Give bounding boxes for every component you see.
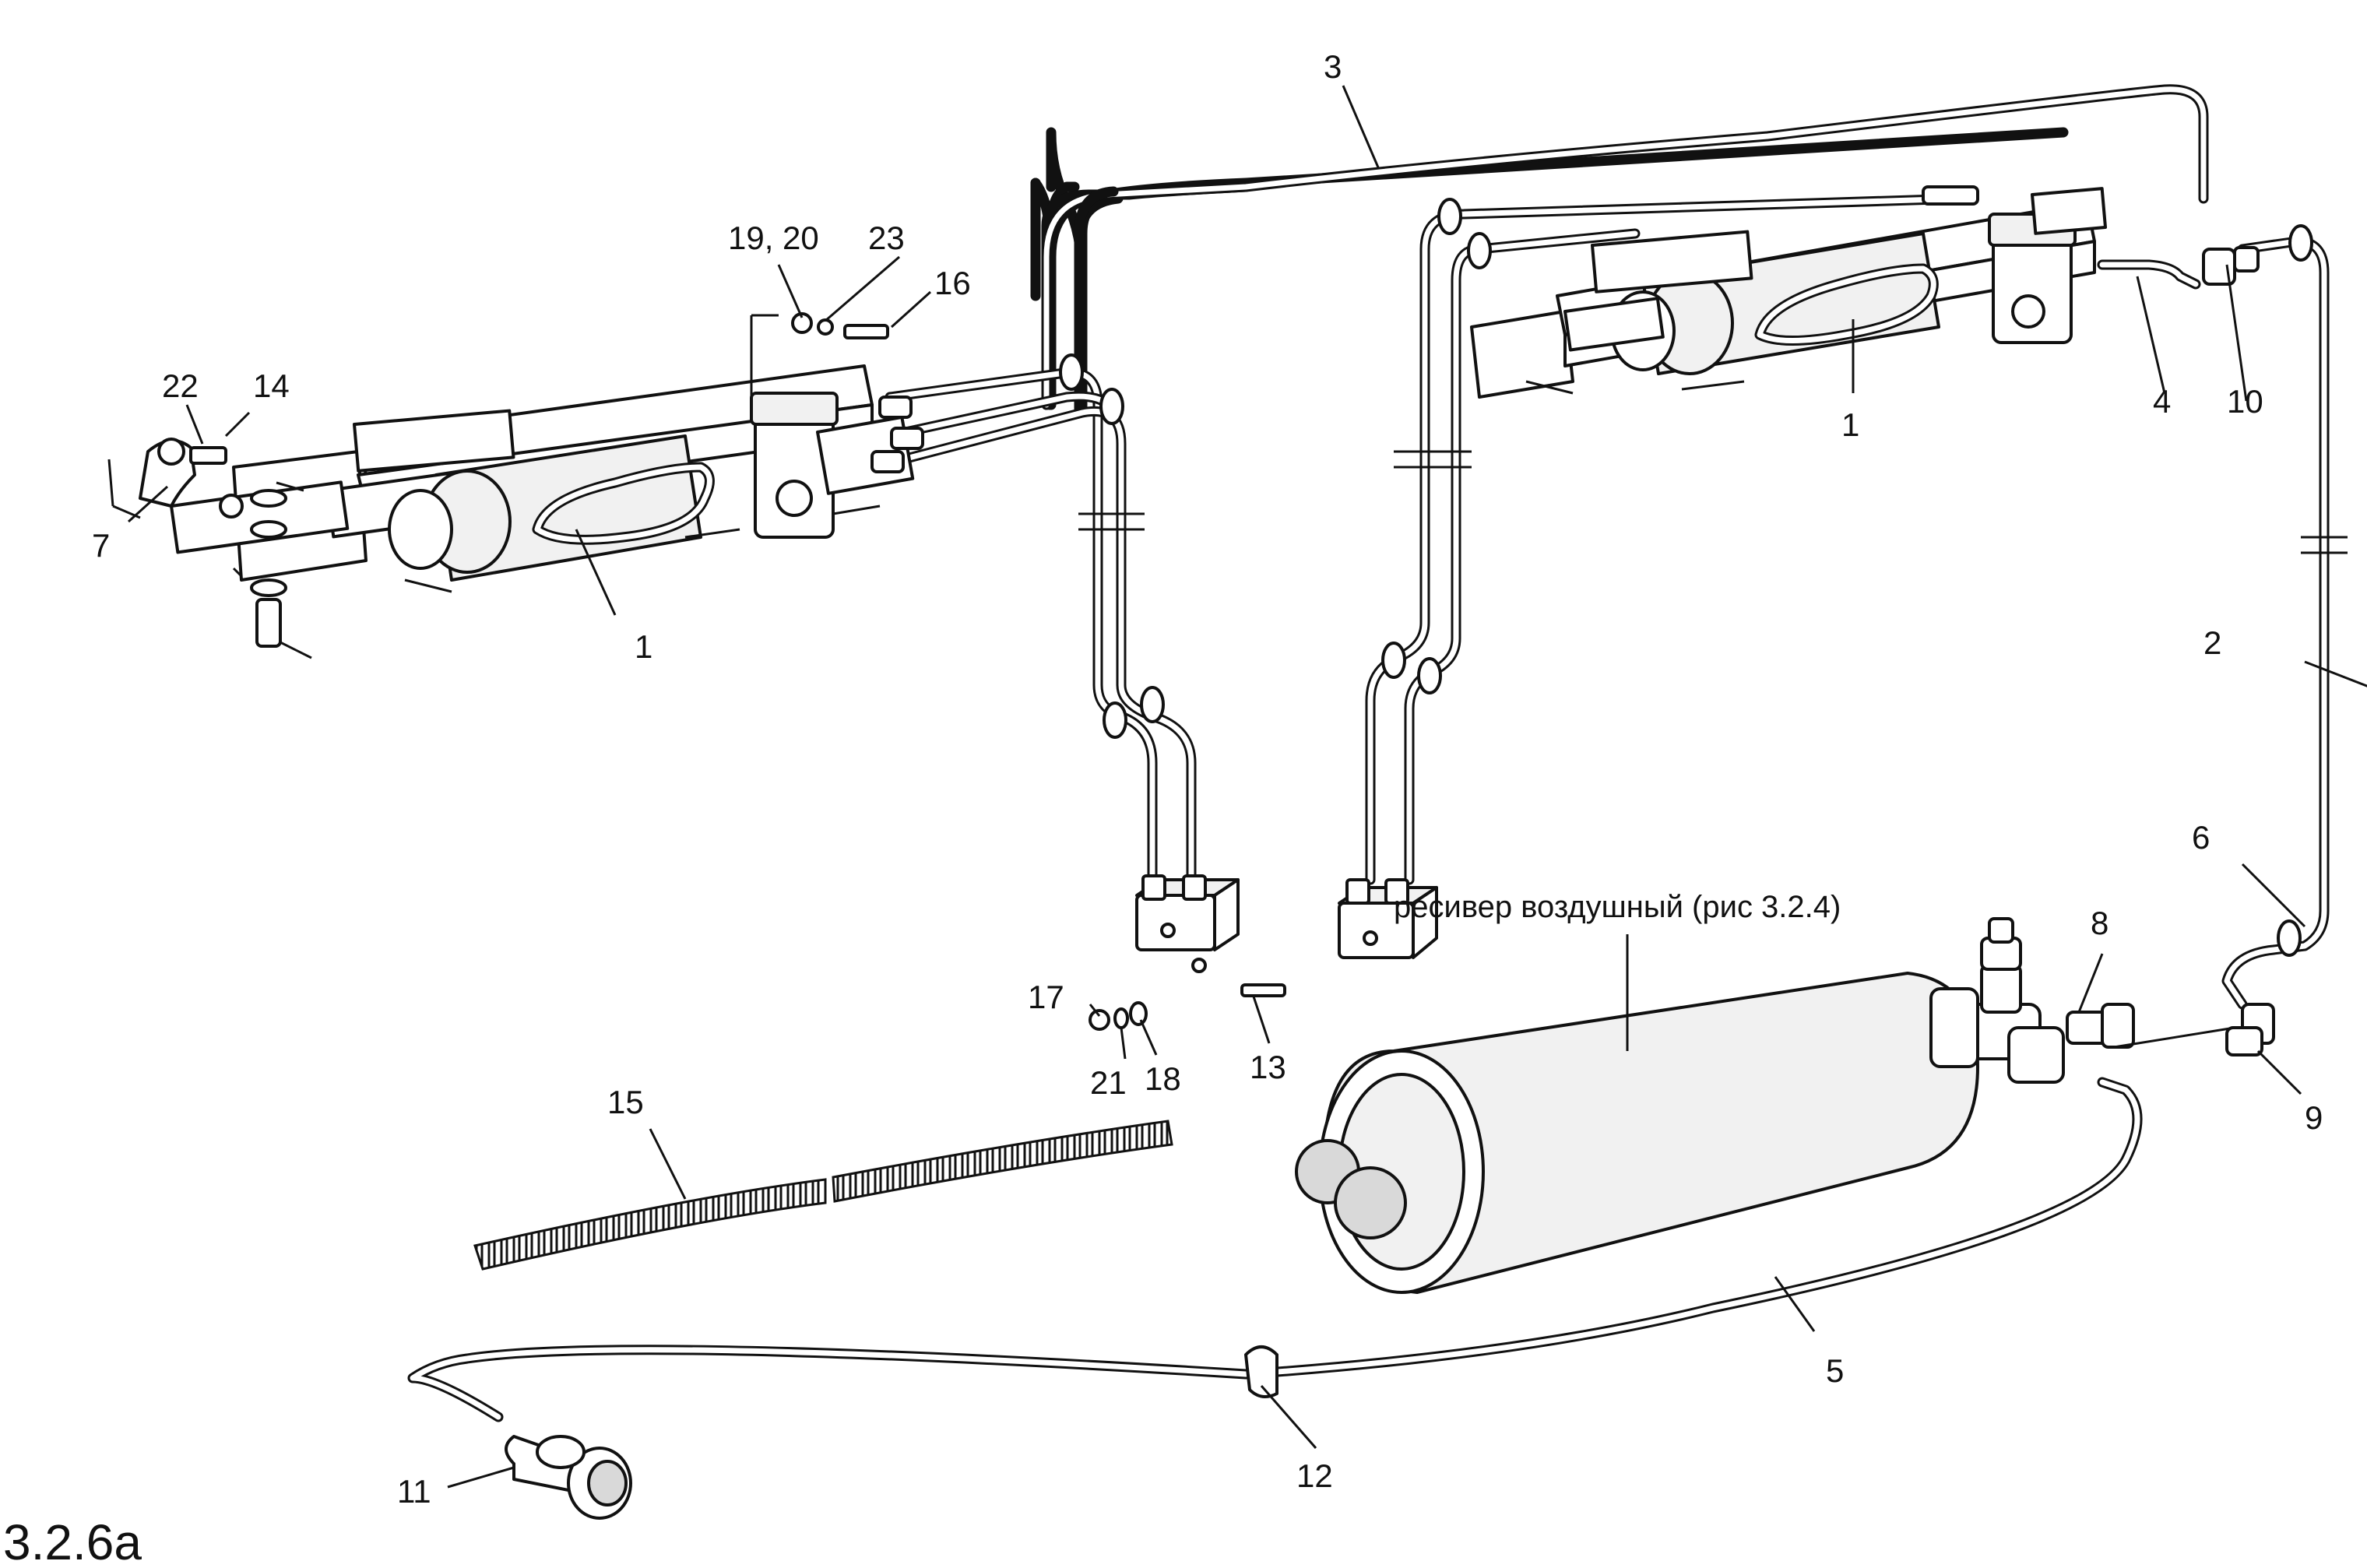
callout-11: 11 [397, 1473, 431, 1510]
callout-7: 7 [92, 527, 110, 564]
callout-16: 16 [934, 265, 971, 301]
callout-2: 2 [2203, 624, 2221, 661]
callout-17: 17 [1028, 979, 1064, 1015]
callout-21: 21 [1090, 1064, 1127, 1101]
callout-22: 22 [162, 367, 199, 404]
left-supply-tubes [882, 367, 1197, 909]
tube-2 [2221, 236, 2330, 1010]
fitting-11 [505, 1435, 632, 1520]
callout-13: 13 [1250, 1049, 1286, 1085]
callout-1-right: 1 [1841, 406, 1859, 443]
callout-labels: 3 1 1 2 4 5 6 7 8 9 10 11 12 13 14 15 16… [3, 48, 2323, 1568]
callout-10: 10 [2227, 383, 2263, 420]
tube-5 [407, 1077, 2143, 1422]
fasteners-top [791, 312, 889, 339]
callout-5: 5 [1826, 1352, 1844, 1389]
right-cylinder-assembly [1470, 185, 2108, 399]
callout-23: 23 [868, 220, 905, 256]
callout-15: 15 [607, 1084, 644, 1120]
leader-lines [127, 85, 2367, 1489]
callout-8: 8 [2091, 905, 2108, 941]
callout-3: 3 [1324, 48, 1342, 85]
callout-14: 14 [253, 367, 290, 404]
figure-label: 3.2.6a [3, 1514, 142, 1568]
callout-19-20: 19, 20 [728, 220, 819, 256]
block-right [1338, 878, 1438, 959]
callout-6: 6 [2192, 819, 2210, 856]
left-cylinder-assembly [107, 364, 924, 659]
grommets [1059, 198, 2313, 957]
callout-12: 12 [1296, 1457, 1333, 1494]
block-left [1135, 874, 1240, 973]
clip-12 [1244, 1345, 1278, 1398]
callout-18: 18 [1145, 1060, 1181, 1097]
receiver-note: ресивер воздушный (рис 3.2.4) [1394, 890, 1841, 924]
fasteners [1089, 983, 1286, 1031]
air-receiver-tank [1295, 246, 2275, 1294]
callout-1-left: 1 [635, 628, 652, 665]
callout-4: 4 [2153, 383, 2171, 420]
corrugated-hose-15 [473, 1120, 1173, 1271]
callout-9: 9 [2305, 1099, 2323, 1136]
break-marks [1078, 450, 2348, 554]
